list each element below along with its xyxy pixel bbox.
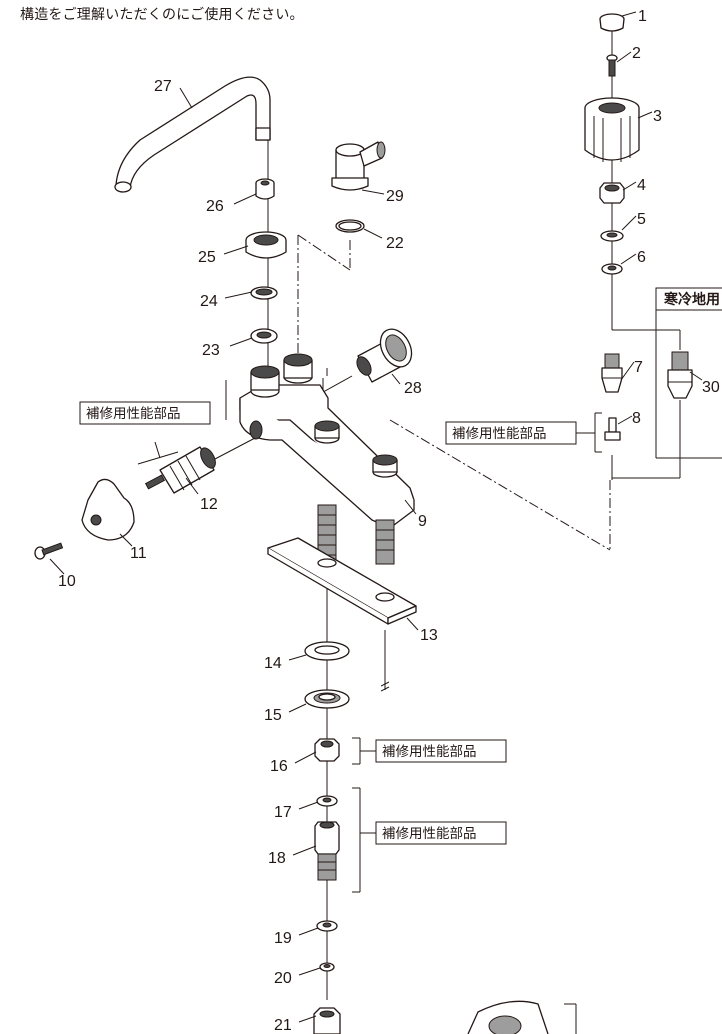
part-number-5: 5 — [637, 211, 646, 228]
part-number-2: 2 — [632, 45, 641, 62]
part-number-1: 1 — [638, 8, 647, 25]
repair-part-label-8: 補修用性能部品 — [452, 426, 547, 442]
part-7-cartridge — [601, 353, 623, 393]
part-number-7: 7 — [634, 359, 643, 376]
part-23-ring — [250, 328, 278, 344]
part-20-ring — [319, 962, 335, 972]
part-number-6: 6 — [637, 249, 646, 266]
part-26-adapter — [255, 178, 275, 200]
part-16-nut — [314, 738, 340, 762]
part-number-14: 14 — [264, 655, 282, 672]
cold-region-box: 寒冷地用 — [655, 287, 722, 459]
repair-part-box-16: 補修用性能部品 — [352, 737, 507, 765]
part-number-13: 13 — [420, 627, 438, 644]
header-note: 構造をご理解いただくのにご使用ください。 — [20, 7, 304, 23]
part-number-29: 29 — [386, 188, 404, 205]
part-number-4: 4 — [637, 177, 646, 194]
part-25-nut — [245, 231, 287, 259]
repair-part-label-16: 補修用性能部品 — [382, 744, 477, 760]
part-number-3: 3 — [653, 108, 662, 125]
part-4-nut — [599, 182, 625, 204]
part-number-27: 27 — [154, 78, 172, 95]
cold-region-label: 寒冷地用 — [664, 291, 720, 308]
part-number-22: 22 — [386, 235, 404, 252]
part-21-nut — [313, 1007, 341, 1034]
part-number-23: 23 — [202, 342, 220, 359]
part-27-spout — [114, 76, 271, 193]
part-number-26: 26 — [206, 198, 224, 215]
part-6-ring — [601, 263, 623, 275]
part-number-15: 15 — [264, 707, 282, 724]
part-30-cold-cartridge — [667, 351, 693, 399]
part-22-o-ring — [335, 219, 365, 233]
part-number-19: 19 — [274, 930, 292, 947]
dash-line-to-8 — [389, 419, 611, 551]
part-18-connector — [314, 821, 340, 881]
part-number-18: 18 — [268, 850, 286, 867]
part-8-spindle — [604, 417, 621, 441]
part-11-lever-handle — [81, 478, 135, 541]
part-5-ring — [600, 230, 624, 242]
part-29-elbow — [331, 141, 386, 191]
part-10-screw — [34, 542, 64, 560]
part-2-screw — [606, 54, 618, 77]
part-number-30: 30 — [702, 379, 720, 396]
part-number-8: 8 — [632, 410, 641, 427]
repair-part-box-12: 補修用性能部品 — [79, 401, 211, 465]
part-15-washer — [304, 689, 350, 709]
part-9-body — [239, 353, 415, 570]
bottom-partial-part — [467, 1000, 577, 1034]
part-3-handle-knob — [584, 97, 640, 162]
part-number-9: 9 — [418, 513, 427, 530]
repair-part-box-17-18: 補修用性能部品 — [352, 787, 507, 893]
part-19-ring — [316, 920, 338, 932]
dash-line-22 — [297, 234, 351, 271]
part-number-24: 24 — [200, 293, 218, 310]
part-number-21: 21 — [274, 1017, 292, 1034]
repair-part-label-17-18: 補修用性能部品 — [382, 826, 477, 842]
part-13-mounting-plate — [267, 537, 417, 625]
part-17-ring — [316, 795, 338, 807]
part-number-16: 16 — [270, 758, 288, 775]
part-number-20: 20 — [274, 970, 292, 987]
part-number-25: 25 — [198, 249, 216, 266]
repair-part-label-12: 補修用性能部品 — [86, 406, 181, 422]
repair-part-box-8: 補修用性能部品 — [445, 412, 602, 453]
part-12-valve-stem — [144, 446, 216, 494]
part-24-ring — [250, 286, 278, 300]
part-28-valve — [356, 328, 413, 383]
part-number-10: 10 — [58, 573, 76, 590]
part-number-28: 28 — [404, 380, 422, 397]
part-number-12: 12 — [200, 496, 218, 513]
part-number-11: 11 — [130, 545, 147, 562]
part-1-cap — [599, 13, 625, 32]
part-14-washer — [304, 641, 350, 661]
part-number-17: 17 — [274, 804, 292, 821]
